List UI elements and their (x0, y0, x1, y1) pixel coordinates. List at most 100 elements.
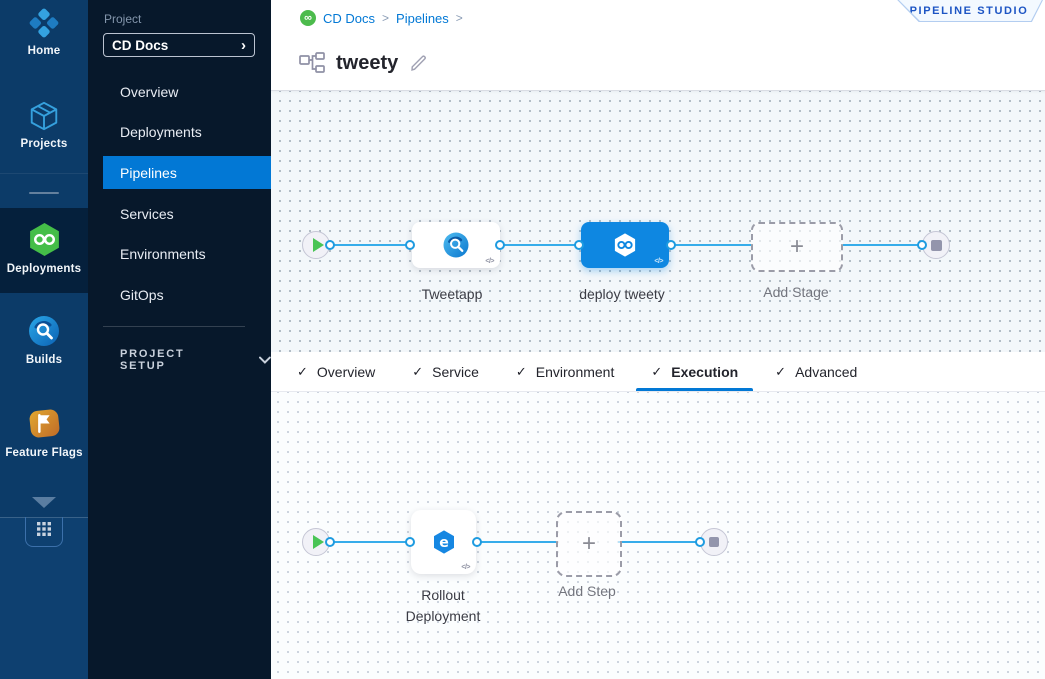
connector-port[interactable] (325, 537, 335, 547)
tab-advanced[interactable]: ✓ Advanced (773, 352, 859, 391)
tab-label: Advanced (795, 363, 858, 380)
plus-icon: + (789, 233, 804, 260)
project-section-label: Project (104, 12, 142, 26)
connector-port[interactable] (574, 240, 584, 250)
rail-item-feature-flags[interactable]: Feature Flags (0, 405, 88, 459)
sidebar-item-label: GitOps (120, 286, 164, 303)
add-stage-label[interactable]: Add Stage (763, 284, 829, 300)
breadcrumb-pipelines-link[interactable]: Pipelines (396, 10, 449, 26)
sidebar-item-environments[interactable]: Environments (103, 237, 271, 270)
add-step-label[interactable]: Add Step (558, 583, 616, 599)
connector-line (330, 244, 410, 246)
connector-port[interactable] (917, 240, 927, 250)
rail-item-deployments[interactable]: Deployments (0, 221, 88, 275)
rail-item-builds[interactable]: Builds (0, 313, 88, 366)
rail-label-projects: Projects (20, 138, 68, 150)
rail-item-projects[interactable]: Projects (0, 99, 88, 150)
sidebar-item-label: Environments (120, 245, 206, 262)
stop-icon (930, 239, 942, 251)
edit-pencil-icon[interactable] (409, 54, 428, 73)
pipeline-title: tweety (336, 51, 399, 74)
connector-line (841, 244, 922, 246)
stage-label-tweetapp[interactable]: Tweetapp (421, 286, 483, 302)
check-icon: ✓ (297, 363, 308, 379)
check-icon: ✓ (651, 363, 663, 379)
connector-port[interactable] (472, 537, 482, 547)
projects-cube-icon (0, 99, 88, 133)
rail-divider-line (0, 173, 88, 174)
sidebar-item-label: Services (120, 205, 174, 222)
rail-label-home: Home (27, 45, 61, 57)
sidebar-item-label: Overview (120, 83, 179, 100)
sidebar-item-services[interactable]: Services (103, 197, 271, 230)
rail-bottom-section (0, 517, 88, 679)
connector-line (330, 541, 410, 543)
deployments-cd-icon (0, 221, 88, 258)
pipeline-studio-label: PIPELINE STUDIO (898, 0, 1042, 21)
stage-node-deploy-tweety[interactable]: </> (581, 222, 669, 268)
step-label-rollout-deployment[interactable]: Rollout Deployment (405, 587, 481, 624)
execution-canvas[interactable]: e </> + Rollout Deployment Add Step (271, 391, 1045, 679)
connector-port[interactable] (405, 537, 415, 547)
feature-flags-icon (0, 405, 88, 442)
tab-label: Environment (535, 363, 615, 380)
tab-label: Execution (671, 363, 739, 380)
sidebar-divider (103, 326, 245, 327)
rollout-step-icon: e (433, 530, 454, 554)
pipeline-graph-icon (299, 52, 325, 73)
tab-label: Service (432, 363, 479, 380)
stage-label-deploy-tweety[interactable]: deploy tweety (579, 286, 665, 302)
add-step-node[interactable]: + (556, 511, 622, 577)
tab-environment[interactable]: ✓ Environment (514, 352, 617, 391)
code-icon[interactable]: </> (485, 258, 494, 265)
tab-service[interactable]: ✓ Service (410, 352, 481, 391)
connector-line (477, 541, 556, 543)
code-icon[interactable]: </> (461, 564, 470, 571)
plus-icon: + (581, 530, 596, 557)
connector-port[interactable] (495, 240, 505, 250)
rail-label-feature-flags: Feature Flags (5, 447, 83, 459)
execution-start-node (302, 528, 330, 556)
tab-execution[interactable]: ✓ Execution (636, 352, 753, 391)
rail-collapse-handle[interactable] (29, 192, 59, 194)
pipeline-title-bar: tweety (271, 36, 1045, 91)
stage-tabs: ✓ Overview ✓ Service ✓ Environment ✓ Exe… (271, 352, 1045, 392)
connector-port[interactable] (405, 240, 415, 250)
step-node-rollout-deployment[interactable]: e </> (411, 510, 476, 574)
breadcrumb-project-link[interactable]: CD Docs (323, 10, 376, 26)
connector-port[interactable] (666, 240, 676, 250)
project-selector[interactable]: CD Docs › (103, 33, 255, 57)
module-rail: Home Projects Deployments (0, 0, 88, 679)
stage-node-tweetapp[interactable]: </> (412, 222, 500, 268)
home-icon (0, 6, 88, 40)
module-grid-button[interactable] (25, 517, 63, 547)
connector-port[interactable] (695, 537, 705, 547)
sidebar-item-pipelines[interactable]: Pipelines (103, 156, 271, 189)
connector-line (618, 541, 700, 543)
sidebar-item-deployments[interactable]: Deployments (103, 115, 271, 148)
code-icon[interactable]: </> (654, 258, 663, 265)
grid-icon (37, 522, 51, 541)
chevron-right-icon: › (241, 36, 246, 54)
connector-port[interactable] (325, 240, 335, 250)
sidebar-item-label: Pipelines (120, 164, 177, 181)
add-stage-node[interactable]: + (751, 222, 843, 272)
tab-overview[interactable]: ✓ Overview (295, 352, 377, 391)
sidebar-item-gitops[interactable]: GitOps (103, 278, 271, 311)
play-icon (312, 535, 324, 549)
rail-item-home[interactable]: Home (0, 6, 88, 57)
chevron-down-icon[interactable] (32, 497, 56, 508)
rail-label-builds: Builds (25, 354, 63, 366)
stage-canvas[interactable]: </> </> + Tweetapp deploy tweety Add Sta… (271, 90, 1045, 352)
sidebar-item-overview[interactable]: Overview (103, 75, 271, 108)
connector-line (671, 244, 751, 246)
project-setup-label: PROJECT SETUP (120, 348, 185, 372)
check-icon: ✓ (515, 363, 527, 379)
project-setup-toggle[interactable]: PROJECT SETUP (120, 348, 271, 372)
project-name: CD Docs (112, 37, 169, 53)
tab-label: Overview (316, 363, 376, 380)
cd-stage-icon (614, 233, 636, 257)
connector-line (500, 244, 579, 246)
pipeline-studio-ribbon: PIPELINE STUDIO (897, 0, 1043, 22)
breadcrumb-separator: > (382, 11, 390, 25)
